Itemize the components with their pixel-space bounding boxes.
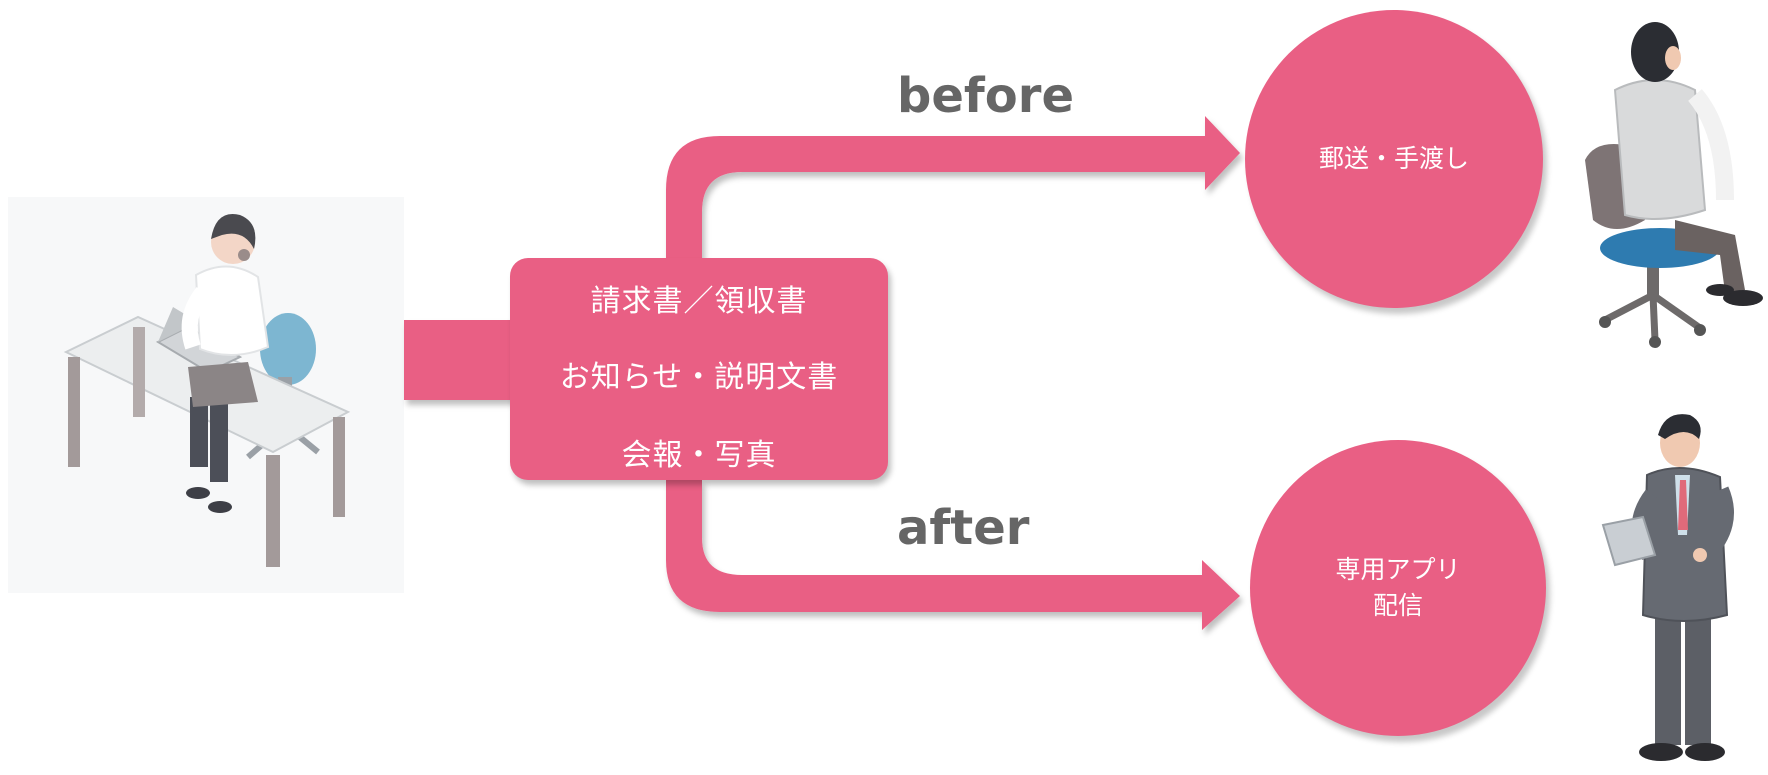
document-item-bulletin: 会報・写真	[621, 438, 777, 473]
after-label: after	[897, 500, 1030, 556]
after-target-circle: 専用アプリ 配信	[1250, 440, 1546, 736]
before-arrow	[666, 116, 1240, 258]
after-arrow	[666, 480, 1240, 630]
document-item-notice: お知らせ・説明文書	[559, 360, 839, 395]
before-target-circle: 郵送・手渡し	[1245, 10, 1543, 308]
after-recipient-illustration	[1595, 405, 1765, 770]
sender-connector	[404, 320, 514, 400]
after-target-text-line1: 専用アプリ	[1335, 555, 1461, 584]
businessman-with-tablet-icon	[1601, 414, 1734, 761]
documents-box: 請求書／領収書 お知らせ・説明文書 会報・写真	[510, 258, 888, 480]
woman-at-desk-icon	[63, 214, 351, 567]
seated-man-icon	[1585, 22, 1763, 348]
before-target-text: 郵送・手渡し	[1318, 144, 1469, 173]
sender-woman-illustration	[8, 197, 404, 593]
before-recipient-illustration	[1585, 10, 1765, 360]
before-label: before	[897, 68, 1074, 124]
after-target-text-line2: 配信	[1372, 591, 1423, 620]
document-item-invoice: 請求書／領収書	[590, 284, 808, 319]
